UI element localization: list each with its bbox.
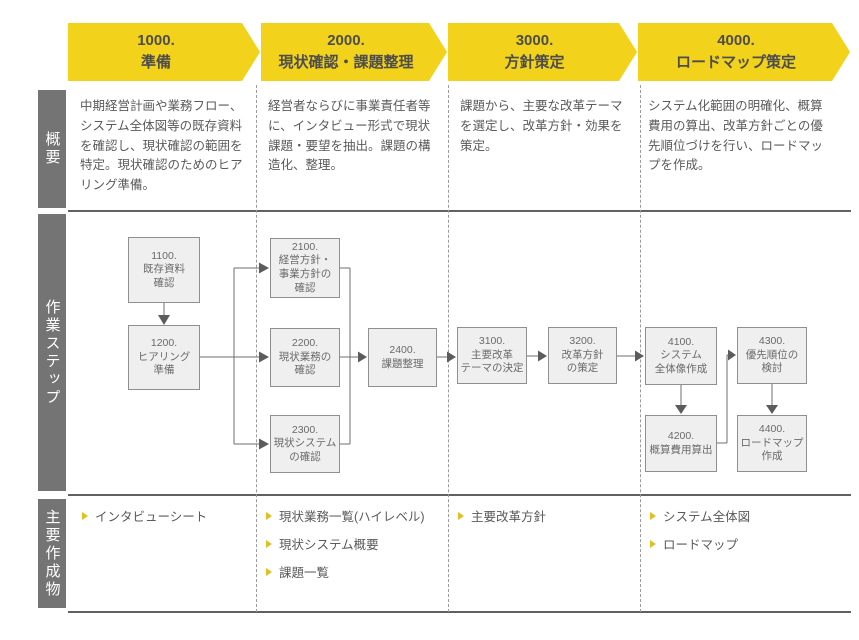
step-box-2200: 2200. 現状業務の 確認 (270, 328, 340, 387)
step-box-3100: 3100. 主要改革 テーマの決定 (457, 327, 527, 384)
list-item: システム全体図 (650, 506, 750, 525)
step-box-4200: 4200. 概算費用算出 (645, 415, 717, 472)
phase-name: ロードマップ策定 (675, 54, 796, 71)
phase-banner-3000: 3000. 方針策定 (448, 23, 637, 81)
overview-text-phase-4000: システム化範囲の明確化、概算費用の算出、改革方針ごとの優先順位づけを行い、ロード… (648, 99, 824, 173)
bullet-arrow-icon (266, 539, 272, 548)
deliverable-label: 主要改革方針 (471, 510, 547, 524)
arrow-right-icon (259, 262, 269, 274)
phase-name: 現状確認・課題整理 (278, 54, 414, 71)
step-box-2100: 2100. 経営方針・ 事業方針の 確認 (270, 238, 340, 298)
step-box-3200: 3200. 改革方針 の策定 (548, 327, 617, 384)
step-box-2400: 2400. 課題整理 (368, 328, 437, 387)
column-divider (448, 85, 449, 612)
phase-number: 3000. (515, 32, 554, 50)
bullet-arrow-icon (650, 511, 656, 520)
bullet-arrow-icon (458, 511, 464, 520)
row-label-work-steps: 作業ステップ (38, 214, 66, 491)
list-item: インタビューシート (82, 506, 207, 525)
phase-number: 4000. (717, 32, 755, 50)
arrow-right-icon (259, 438, 269, 450)
phase-banner-4000: 4000. ロードマップ策定 (638, 23, 850, 81)
phase-number: 1000. (137, 32, 175, 50)
step-box-1100: 1100. 既存資料 確認 (128, 237, 200, 303)
arrow-right-icon (358, 351, 367, 363)
deliverable-label: 課題一覧 (279, 566, 330, 580)
list-item: 現状システム概要 (266, 534, 425, 553)
bullet-arrow-icon (266, 567, 272, 576)
phase-number: 2000. (327, 32, 365, 50)
deliverable-label: 現状システム概要 (279, 538, 379, 552)
step-box-4400: 4400. ロードマップ 作成 (737, 415, 807, 472)
column-divider (640, 85, 641, 612)
arrow-down-icon (158, 315, 170, 325)
row-divider (68, 494, 851, 496)
step-box-4300: 4300. 優先順位の 検討 (737, 327, 807, 384)
bullet-arrow-icon (266, 511, 272, 520)
overview-text-phase-3000: 課題から、主要な改革テーマを選定し、改革方針・効果を策定。 (460, 99, 623, 153)
deliverables-list-phase-2000: 現状業務一覧(ハイレベル) 現状システム概要 課題一覧 (266, 506, 425, 590)
row-label-deliverables: 主要作成物 (38, 499, 66, 608)
phase-banner-2000: 2000. 現状確認・課題整理 (261, 23, 447, 81)
list-item: 主要改革方針 (458, 506, 546, 525)
deliverable-label: 現状業務一覧(ハイレベル) (279, 510, 425, 524)
phase-banner-1000: 1000. 準備 (68, 23, 260, 81)
row-label-overview: 概要 (38, 90, 66, 208)
arrow-right-icon (538, 350, 547, 362)
arrow-down-icon (675, 405, 687, 414)
deliverable-label: システム全体図 (663, 510, 751, 524)
step-box-2300: 2300. 現状システム の確認 (270, 415, 340, 473)
overview-text-phase-2000: 経営者ならびに事業責任者等に、インタビュー形式で現状課題・要望を抽出。課題の構造… (268, 99, 431, 173)
bullet-arrow-icon (82, 511, 88, 520)
deliverables-list-phase-4000: システム全体図 ロードマップ (650, 506, 750, 562)
bullet-arrow-icon (650, 539, 656, 548)
list-item: ロードマップ (650, 534, 750, 553)
step-box-4100: 4100. システム 全体像作成 (645, 327, 717, 385)
deliverable-label: インタビューシート (95, 510, 208, 524)
arrow-right-icon (728, 349, 736, 361)
row-divider (68, 210, 851, 212)
list-item: 課題一覧 (266, 562, 425, 581)
phase-name: 方針策定 (504, 54, 565, 71)
step-box-1200: 1200. ヒアリング 準備 (128, 325, 200, 390)
phase-name: 準備 (140, 54, 171, 71)
deliverables-list-phase-1000: インタビューシート (82, 506, 207, 534)
column-divider (256, 85, 257, 612)
bottom-border (68, 611, 851, 613)
deliverable-label: ロードマップ (663, 538, 739, 552)
deliverables-list-phase-3000: 主要改革方針 (458, 506, 546, 534)
overview-text-phase-1000: 中期経営計画や業務フロー、システム全体図等の既存資料を確認し、現状確認の範囲を特… (80, 99, 243, 192)
arrow-right-icon (259, 351, 269, 363)
list-item: 現状業務一覧(ハイレベル) (266, 506, 425, 525)
arrow-down-icon (766, 405, 778, 414)
